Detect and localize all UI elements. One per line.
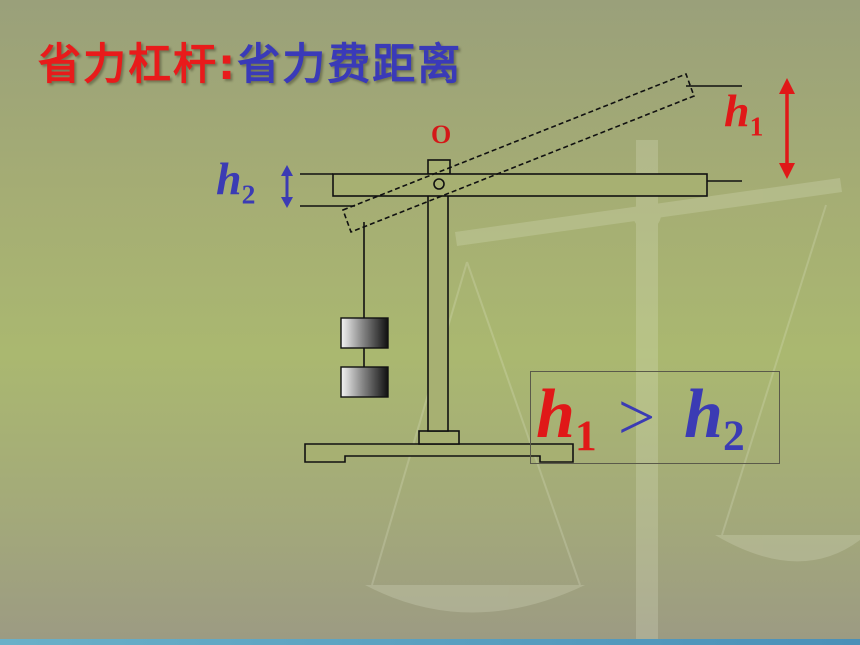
- title-part-blue: 省力费距离: [237, 40, 463, 90]
- bg-scale-pan-right: [715, 535, 860, 562]
- bg-scale-string-1: [371, 261, 468, 586]
- h2-label: h2: [216, 153, 256, 210]
- bg-scale-pan-left: [365, 585, 585, 613]
- comparison-box: [530, 371, 780, 464]
- lever-beam-horizontal: [332, 173, 708, 197]
- comparison-operator: >: [618, 381, 656, 454]
- lever-stand-post: [427, 185, 449, 432]
- lever-pivot-pin: [433, 178, 445, 190]
- pivot-label: O: [431, 120, 452, 149]
- bg-scale-post: [636, 140, 658, 645]
- h1-arrow: [779, 78, 795, 179]
- comparison-left-term: h1: [536, 376, 597, 461]
- lever-beam-tilted: [341, 72, 696, 234]
- comparison-right-term: h2: [684, 376, 745, 461]
- bg-scale-string-2: [466, 261, 581, 586]
- bg-scale-beam: [455, 178, 842, 246]
- title-separator: :: [218, 40, 238, 90]
- lever-stand-foot: [418, 430, 460, 445]
- bg-scale-pivot: [633, 201, 661, 229]
- bg-scale-string-3: [721, 204, 827, 536]
- lever-pivot-cap: [427, 159, 451, 175]
- slide-title: 省力杠杆:省力费距离: [38, 30, 462, 92]
- weight-block-top: [340, 317, 389, 349]
- h1-label: h1: [724, 85, 764, 142]
- lever-stand-base: [304, 443, 574, 463]
- weight-block-bottom: [340, 366, 389, 398]
- h2-arrow: [281, 165, 293, 208]
- title-part-red: 省力杠杆: [38, 40, 218, 90]
